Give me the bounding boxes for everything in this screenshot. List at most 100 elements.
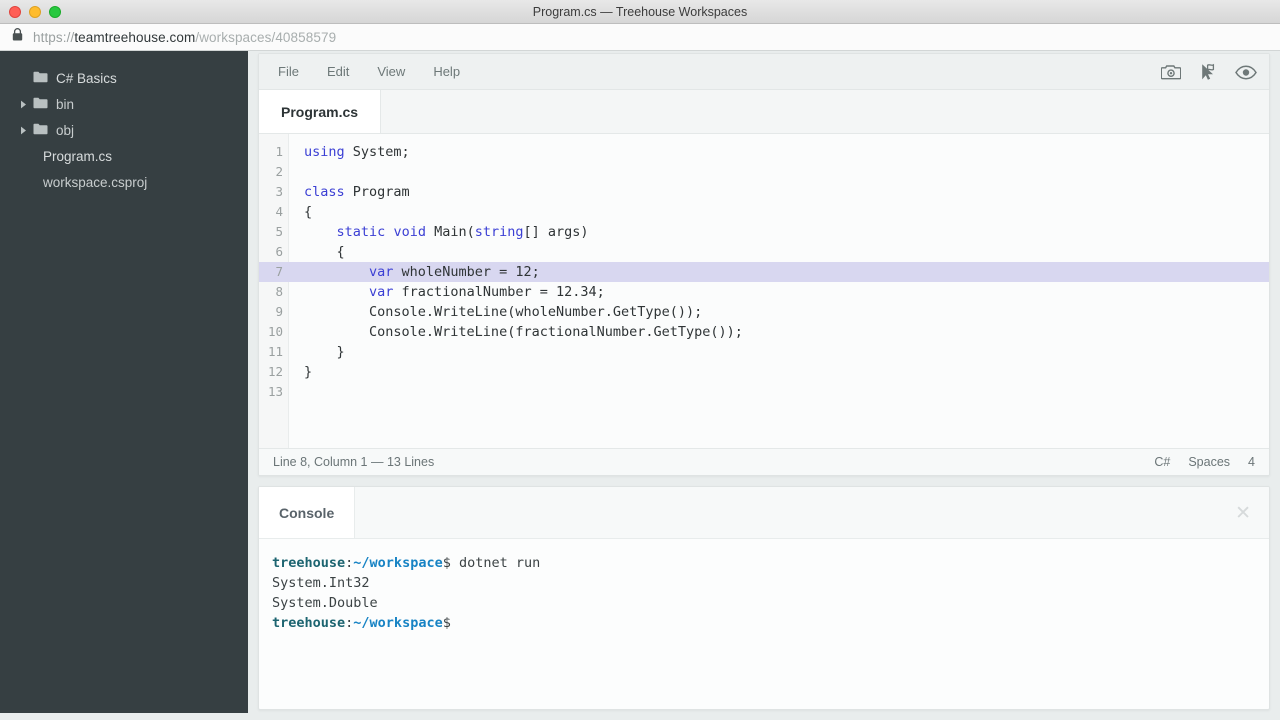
chevron-right-icon[interactable] [20, 100, 33, 109]
terminal-prompt-user: treehouse [272, 555, 346, 571]
code-line[interactable]: 4{ [259, 202, 1269, 222]
code-line[interactable]: 5 static void Main(string[] args) [259, 222, 1269, 242]
code-text: { [304, 202, 312, 222]
code-line[interactable]: 2 [259, 162, 1269, 182]
code-text: Console.WriteLine(fractionalNumber.GetTy… [304, 322, 743, 342]
file-tree-item-label: Program.cs [43, 148, 113, 164]
file-tree-item-c-basics[interactable]: C# Basics [0, 65, 248, 91]
terminal-prompt-dollar: $ [442, 615, 451, 631]
line-number: 8 [275, 284, 283, 299]
menu-list: File Edit View Help [259, 54, 474, 90]
console-tab-label: Console [279, 504, 335, 521]
code-text: } [304, 342, 345, 362]
tab-program-cs[interactable]: Program.cs [259, 90, 382, 133]
cursor-position-status: Line 8, Column 1 — 13 Lines [273, 455, 435, 469]
file-tree-item-label: C# Basics [56, 70, 117, 86]
code-line[interactable]: 3 class Program [259, 182, 1269, 202]
code-token [304, 224, 337, 240]
code-keyword: var [369, 284, 394, 300]
menu-item-edit[interactable]: Edit [326, 63, 350, 79]
indent-size[interactable]: 4 [1248, 455, 1255, 469]
terminal-prompt-dollar: $ [442, 555, 451, 571]
code-line[interactable]: 10 Console.WriteLine(fractionalNumber.Ge… [259, 322, 1269, 342]
editor-toolbar [1161, 54, 1257, 90]
code-line[interactable]: 6 { [259, 242, 1269, 262]
camera-icon[interactable] [1161, 64, 1181, 80]
terminal-prompt-path: ~/workspace [353, 615, 443, 631]
traffic-light-buttons [9, 5, 61, 18]
menu-item-help[interactable]: Help [433, 63, 461, 79]
code-text: Console.WriteLine(wholeNumber.GetType())… [304, 302, 702, 322]
code-line[interactable]: 1 using System; [259, 142, 1269, 162]
cursor-flag-icon[interactable] [1199, 63, 1217, 81]
terminal-line: treehouse:~/workspace$ [272, 613, 1256, 633]
code-token: Program [344, 184, 410, 200]
chevron-right-icon[interactable] [20, 126, 33, 135]
code-token: wholeNumber = 12; [393, 264, 540, 280]
lock-icon [12, 28, 23, 46]
code-text: { [304, 242, 345, 262]
file-tree-item-bin[interactable]: bin [0, 91, 248, 117]
menu-item-file[interactable]: File [278, 63, 299, 79]
terminal-command-text: dotnet run [450, 555, 541, 571]
language-mode[interactable]: C# [1154, 455, 1171, 469]
code-text: } [304, 362, 312, 382]
url-scheme: https:// [33, 29, 75, 45]
code-line[interactable]: 7 var wholeNumber = 12; [259, 262, 1269, 282]
editor-panel: File Edit View Help [258, 53, 1270, 476]
terminal-prompt-colon: : [345, 555, 354, 571]
code-keyword: class [304, 184, 345, 200]
code-token: fractionalNumber = 12.34; [393, 284, 605, 300]
line-number: 4 [275, 204, 283, 219]
line-number: 1 [275, 144, 283, 159]
code-line[interactable]: 12} [259, 362, 1269, 382]
line-number: 3 [275, 184, 283, 199]
console-panel: Console ✕ treehouse:~/workspace$ dotnet … [258, 486, 1270, 710]
zoom-window-button[interactable] [49, 5, 61, 18]
folder-icon [33, 123, 48, 138]
line-number: 12 [267, 364, 283, 379]
line-number: 10 [267, 324, 283, 339]
code-token: } [304, 364, 313, 380]
terminal-output-text: System.Int32 [272, 575, 370, 591]
code-text: using System; [304, 142, 410, 162]
code-token: { [304, 244, 345, 260]
close-window-button[interactable] [9, 5, 21, 18]
status-right-group: C# Spaces 4 [1154, 455, 1255, 469]
terminal-prompt-path: ~/workspace [353, 555, 443, 571]
code-line[interactable]: 9 Console.WriteLine(wholeNumber.GetType(… [259, 302, 1269, 322]
line-number: 9 [275, 304, 283, 319]
minimize-window-button[interactable] [29, 5, 41, 18]
code-text: static void Main(string[] args) [304, 222, 589, 242]
window-title: Program.cs — Treehouse Workspaces [532, 5, 748, 19]
code-line[interactable]: 13 [259, 382, 1269, 402]
terminal-line: System.Int32 [272, 573, 1256, 593]
line-number: 6 [275, 244, 283, 259]
code-keyword: var [369, 264, 394, 280]
editor-menubar: File Edit View Help [259, 54, 1269, 90]
console-tabstrip: Console ✕ [259, 487, 1269, 539]
terminal-prompt-colon: : [345, 615, 354, 631]
code-line[interactable]: 8 var fractionalNumber = 12.34; [259, 282, 1269, 302]
file-tree-item-obj[interactable]: obj [0, 117, 248, 143]
eye-icon[interactable] [1235, 65, 1257, 80]
close-icon[interactable]: ✕ [1235, 502, 1251, 524]
file-tree-item-workspace-csproj[interactable]: workspace.csproj [0, 169, 248, 195]
code-line[interactable]: 11 } [259, 342, 1269, 362]
menu-item-view[interactable]: View [377, 63, 406, 79]
browser-url-bar[interactable]: https://teamtreehouse.com/workspaces/408… [0, 24, 1280, 51]
code-token: Console.WriteLine(wholeNumber.GetType())… [304, 304, 703, 320]
indent-mode[interactable]: Spaces [1188, 455, 1231, 469]
tab-console[interactable]: Console [259, 487, 356, 538]
code-text: var wholeNumber = 12; [304, 262, 540, 282]
tab-label: Program.cs [281, 103, 359, 120]
line-number: 7 [275, 264, 283, 279]
code-token: Console.WriteLine(fractionalNumber.GetTy… [304, 324, 743, 340]
code-token: [] args) [523, 224, 589, 240]
line-number: 13 [267, 384, 283, 399]
file-tree-item-program-cs[interactable]: Program.cs [0, 143, 248, 169]
